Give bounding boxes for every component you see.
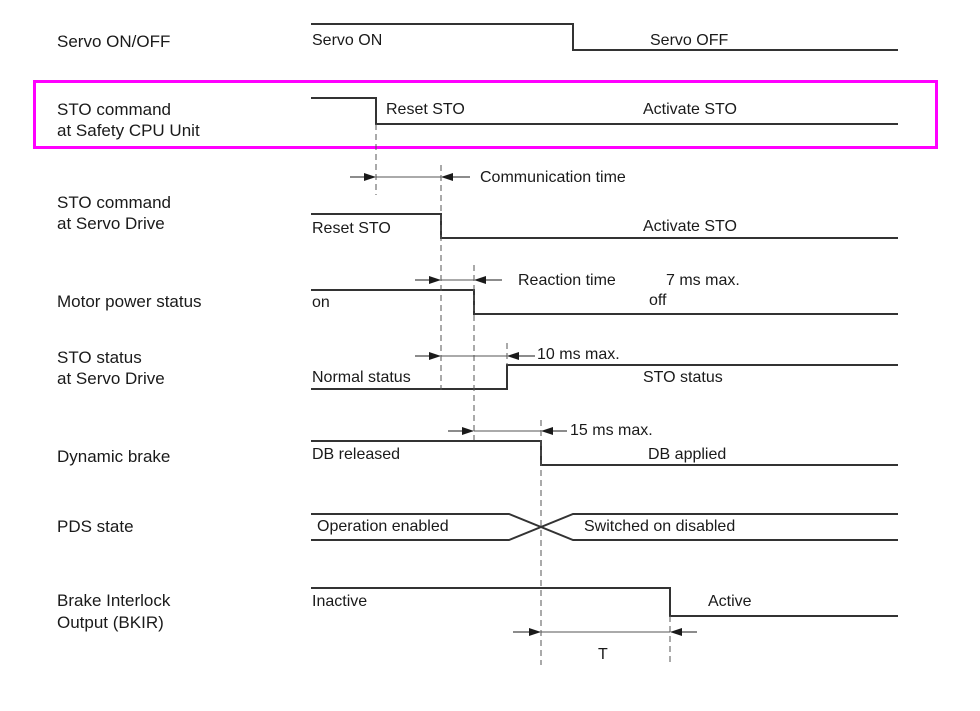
sto-safety-cpu-highlight-box <box>33 80 938 149</box>
signal-label-sto-cpu-line1: STO command <box>57 100 172 119</box>
signal-label-sto-drive-line1: STO command <box>57 193 172 212</box>
state-sto-drive-activate: Activate STO <box>643 218 737 235</box>
annotation-db-max: 15 ms max. <box>570 422 653 439</box>
signal-label-sto-drive-line2: at Servo Drive <box>57 214 165 233</box>
state-sto-cpu-activate: Activate STO <box>643 101 737 118</box>
waveform-sto-drive <box>311 213 898 239</box>
signal-label-sto-cpu-line2: at Safety CPU Unit <box>57 121 200 140</box>
signal-label-bkir-line1: Brake Interlock <box>57 591 171 610</box>
waveform-servo <box>311 23 898 51</box>
signal-label-dynamic-brake: Dynamic brake <box>57 447 171 466</box>
waveform-bkir <box>311 587 898 617</box>
annotation-reaction-time: Reaction time <box>518 272 616 289</box>
waveform-sto-cpu <box>311 97 898 125</box>
state-sto-normal: Normal status <box>312 369 411 386</box>
signal-label-bkir-line2: Output (BKIR) <box>57 613 164 632</box>
waveform-pds-bottom <box>311 513 898 541</box>
state-db-applied: DB applied <box>648 446 727 463</box>
signal-label-sto-status-line1: STO status <box>57 348 142 367</box>
state-motor-off: off <box>649 292 667 309</box>
state-bkir-active: Active <box>708 593 752 610</box>
state-sto-drive-reset: Reset STO <box>312 220 391 237</box>
signal-label-sto-status-line2: at Servo Drive <box>57 369 165 388</box>
state-motor-on: on <box>312 294 330 311</box>
state-pds-operation-enabled: Operation enabled <box>317 518 449 535</box>
state-pds-switched-on-disabled: Switched on disabled <box>584 518 736 535</box>
annotation-communication-time: Communication time <box>480 169 626 186</box>
annotation-sto-status-max: 10 ms max. <box>537 346 620 363</box>
waveform-sto-status <box>311 364 898 390</box>
state-sto-cpu-reset: Reset STO <box>386 101 465 118</box>
state-servo-on: Servo ON <box>312 32 383 49</box>
waveform-motor-power <box>311 289 898 315</box>
signal-label-pds-state: PDS state <box>57 517 134 536</box>
state-db-released: DB released <box>312 446 401 463</box>
signal-label-motor-power: Motor power status <box>57 292 202 311</box>
annotation-reaction-max: 7 ms max. <box>666 272 740 289</box>
state-bkir-inactive: Inactive <box>312 593 368 610</box>
annotation-t: T <box>598 646 608 663</box>
state-sto-status: STO status <box>643 369 723 386</box>
signal-label-servo: Servo ON/OFF <box>57 32 171 51</box>
state-servo-off: Servo OFF <box>650 32 729 49</box>
